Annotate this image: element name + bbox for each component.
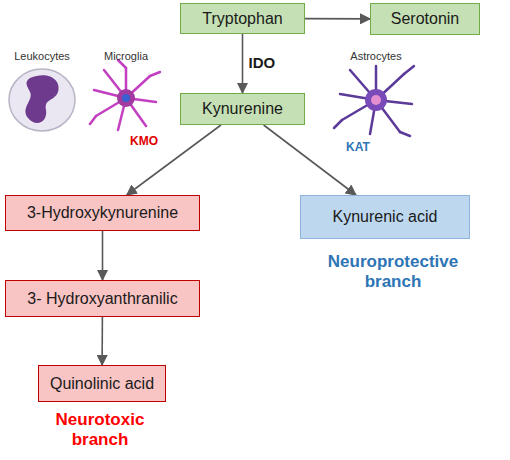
process-box: Quinolinic acid bbox=[38, 365, 166, 402]
node-text: Kynurenine bbox=[202, 100, 283, 118]
microglia-illustration bbox=[90, 60, 160, 130]
annotation-label: Leukocytes bbox=[4, 50, 80, 62]
flow-arrow bbox=[102, 231, 104, 280]
flow-arrow bbox=[305, 18, 370, 20]
annotation-label: Neurotoxic branch bbox=[40, 410, 160, 450]
flow-arrow bbox=[242, 34, 244, 93]
flow-arrow bbox=[264, 125, 356, 195]
node-text: Kynurenic acid bbox=[333, 208, 438, 226]
process-box: Serotonin bbox=[370, 3, 480, 35]
annotation-label: KMO bbox=[126, 134, 162, 148]
node-text: Quinolinic acid bbox=[50, 375, 154, 393]
flow-arrow bbox=[101, 317, 103, 365]
process-box: Kynurenine bbox=[180, 93, 305, 125]
annotation-label: Astrocytes bbox=[336, 50, 416, 62]
annotation-label: KAT bbox=[340, 140, 376, 154]
flow-arrow bbox=[127, 125, 221, 195]
process-box: 3- Hydroxyanthranilic bbox=[5, 280, 200, 317]
enzyme-label: IDO bbox=[249, 54, 276, 71]
annotation-label: Microglia bbox=[90, 50, 162, 62]
node-text: Serotonin bbox=[391, 10, 460, 28]
leukocyte-illustration bbox=[9, 69, 75, 131]
process-box: 3-Hydroxykynurenine bbox=[5, 195, 200, 231]
node-text: 3- Hydroxyanthranilic bbox=[27, 290, 177, 308]
annotation-label: Neuroprotective branch bbox=[318, 252, 468, 292]
node-text: Tryptophan bbox=[202, 10, 282, 28]
process-box: Kynurenic acid bbox=[300, 195, 470, 239]
process-box: Tryptophan bbox=[180, 3, 305, 34]
astrocyte-illustration bbox=[334, 66, 414, 136]
node-text: 3-Hydroxykynurenine bbox=[27, 204, 178, 222]
